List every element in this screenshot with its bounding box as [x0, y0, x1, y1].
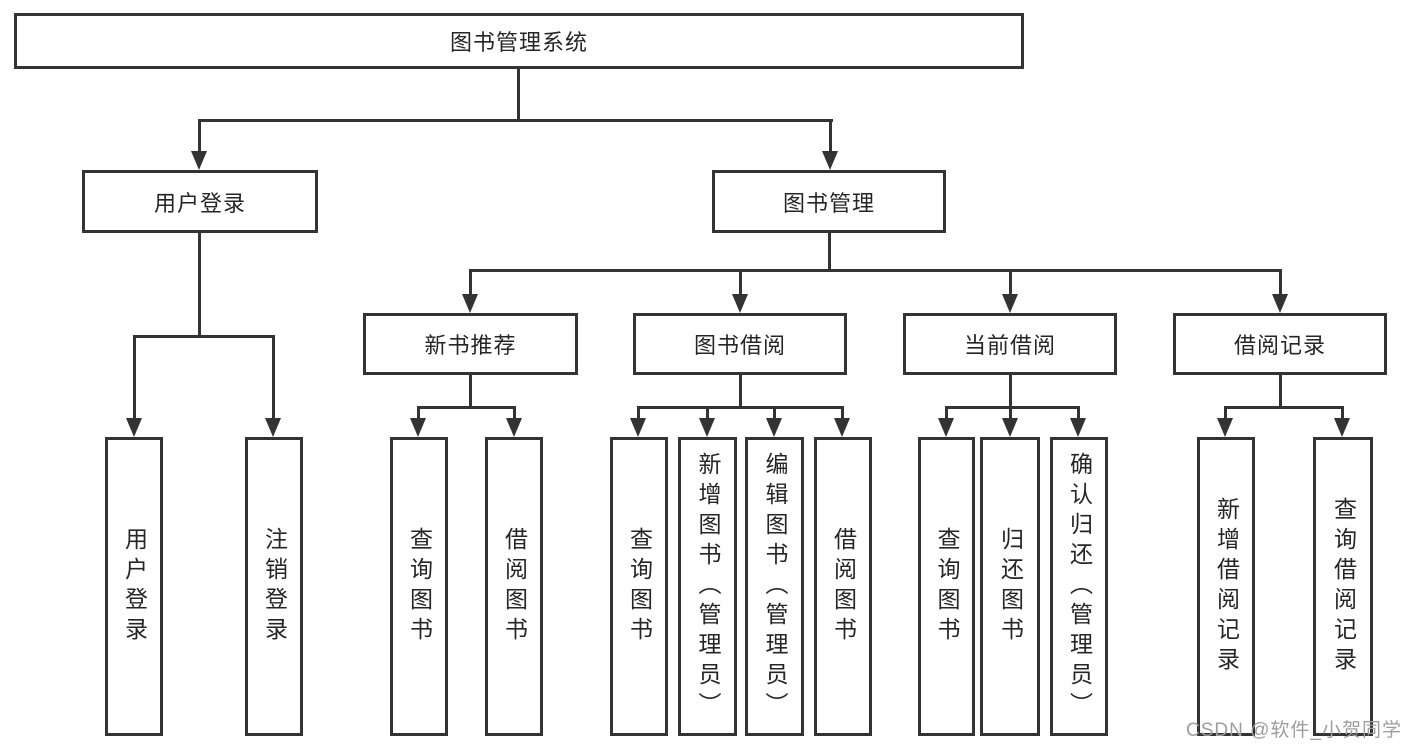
connector-line: [198, 119, 833, 122]
node-label: 查询图书: [406, 526, 433, 647]
arrow-down-icon: [766, 418, 782, 437]
node-library-system: 图书管理系统: [14, 13, 1024, 69]
connector-line: [417, 406, 420, 419]
connector-line: [945, 406, 948, 419]
connector-line: [945, 406, 1080, 409]
connector-line: [1341, 406, 1344, 419]
leaf-edit-books-admin: 编辑图书（管理员）: [745, 437, 804, 736]
node-label: 确认归还（管理员）: [1066, 451, 1093, 722]
connector-line: [828, 233, 831, 272]
csdn-watermark: CSDN @软件_小贺同学: [1186, 720, 1402, 741]
leaf-add-books-admin: 新增图书（管理员）: [678, 437, 737, 736]
arrow-down-icon: [699, 418, 715, 437]
arrow-down-icon: [822, 151, 838, 170]
arrow-down-icon: [191, 151, 207, 170]
arrow-down-icon: [462, 294, 478, 313]
arrow-down-icon: [410, 418, 426, 437]
leaf-user-login: 用户登录: [105, 437, 163, 736]
arrow-down-icon: [265, 418, 281, 437]
arrow-down-icon: [1002, 294, 1018, 313]
node-label: 查询图书: [626, 526, 653, 647]
connector-line: [1224, 406, 1344, 409]
arrow-down-icon: [126, 418, 142, 437]
connector-line: [1009, 375, 1012, 408]
connector-line: [637, 406, 844, 409]
node-label: 当前借阅: [963, 333, 1056, 358]
arrow-down-icon: [630, 418, 646, 437]
leaf-return-books: 归还图书: [980, 437, 1040, 736]
connector-line: [706, 406, 709, 419]
leaf-query-books: 查询图书: [610, 437, 668, 736]
node-book-borrow: 图书借阅: [633, 313, 847, 375]
connector-line: [637, 406, 640, 419]
node-book-management: 图书管理: [712, 170, 946, 233]
leaf-query-books-current: 查询图书: [918, 437, 975, 736]
connector-line: [739, 269, 742, 295]
arrow-down-icon: [506, 418, 522, 437]
connector-line: [133, 335, 136, 419]
arrow-down-icon: [1217, 418, 1233, 437]
arrow-down-icon: [834, 418, 850, 437]
leaf-borrow-books-recommend: 借阅图书: [485, 437, 543, 736]
node-label: 编辑图书（管理员）: [762, 451, 788, 722]
connector-line: [198, 119, 201, 153]
node-label: 新增借阅记录: [1213, 496, 1240, 677]
node-label: 注销登录: [261, 526, 288, 647]
leaf-add-borrow-record: 新增借阅记录: [1197, 437, 1255, 736]
node-label: 归还图书: [997, 526, 1024, 647]
node-label: 借阅图书: [501, 526, 528, 647]
arrow-down-icon: [938, 418, 954, 437]
connector-line: [133, 335, 274, 338]
node-label: 查询借阅记录: [1330, 496, 1357, 677]
connector-line: [1077, 406, 1080, 419]
connector-line: [469, 375, 472, 408]
leaf-query-books-recommend: 查询图书: [390, 437, 448, 736]
node-label: 用户登录: [121, 526, 148, 647]
node-label: 查询图书: [934, 526, 960, 647]
node-user-login: 用户登录: [82, 170, 318, 233]
node-label: 图书管理: [782, 190, 875, 216]
node-borrow-records: 借阅记录: [1173, 313, 1387, 375]
leaf-logout: 注销登录: [245, 437, 303, 736]
connector-line: [1224, 406, 1227, 419]
connector-line: [469, 269, 1281, 272]
node-current-borrow: 当前借阅: [903, 313, 1117, 375]
node-label: 新书推荐: [424, 333, 517, 358]
node-label: 新增图书（管理员）: [695, 451, 721, 722]
arrow-down-icon: [1002, 418, 1018, 437]
node-label: 图书借阅: [693, 333, 786, 358]
connector-line: [739, 375, 742, 408]
connector-line: [1009, 269, 1012, 295]
connector-line: [773, 406, 776, 419]
connector-line: [829, 119, 832, 153]
arrow-down-icon: [732, 294, 748, 313]
connector-line: [1279, 375, 1282, 408]
node-label: 用户登录: [153, 190, 246, 216]
leaf-query-borrow-record: 查询借阅记录: [1313, 437, 1373, 736]
arrow-down-icon: [1070, 418, 1086, 437]
connector-line: [1009, 406, 1012, 419]
leaf-borrow-books: 借阅图书: [814, 437, 872, 736]
node-label: 借阅记录: [1233, 333, 1326, 358]
node-label: 借阅图书: [830, 526, 857, 647]
connector-line: [841, 406, 844, 419]
connector-line: [469, 269, 472, 295]
node-label: 图书管理系统: [449, 30, 588, 55]
connector-line: [198, 233, 201, 338]
connector-line: [1279, 269, 1282, 295]
arrow-down-icon: [1334, 418, 1350, 437]
connector-line: [272, 335, 275, 419]
arrow-down-icon: [1272, 294, 1288, 313]
node-new-book-recommend: 新书推荐: [363, 313, 578, 375]
connector-line: [417, 406, 516, 409]
connector-line: [517, 69, 520, 121]
leaf-confirm-return-admin: 确认归还（管理员）: [1050, 437, 1108, 736]
connector-line: [513, 406, 516, 419]
